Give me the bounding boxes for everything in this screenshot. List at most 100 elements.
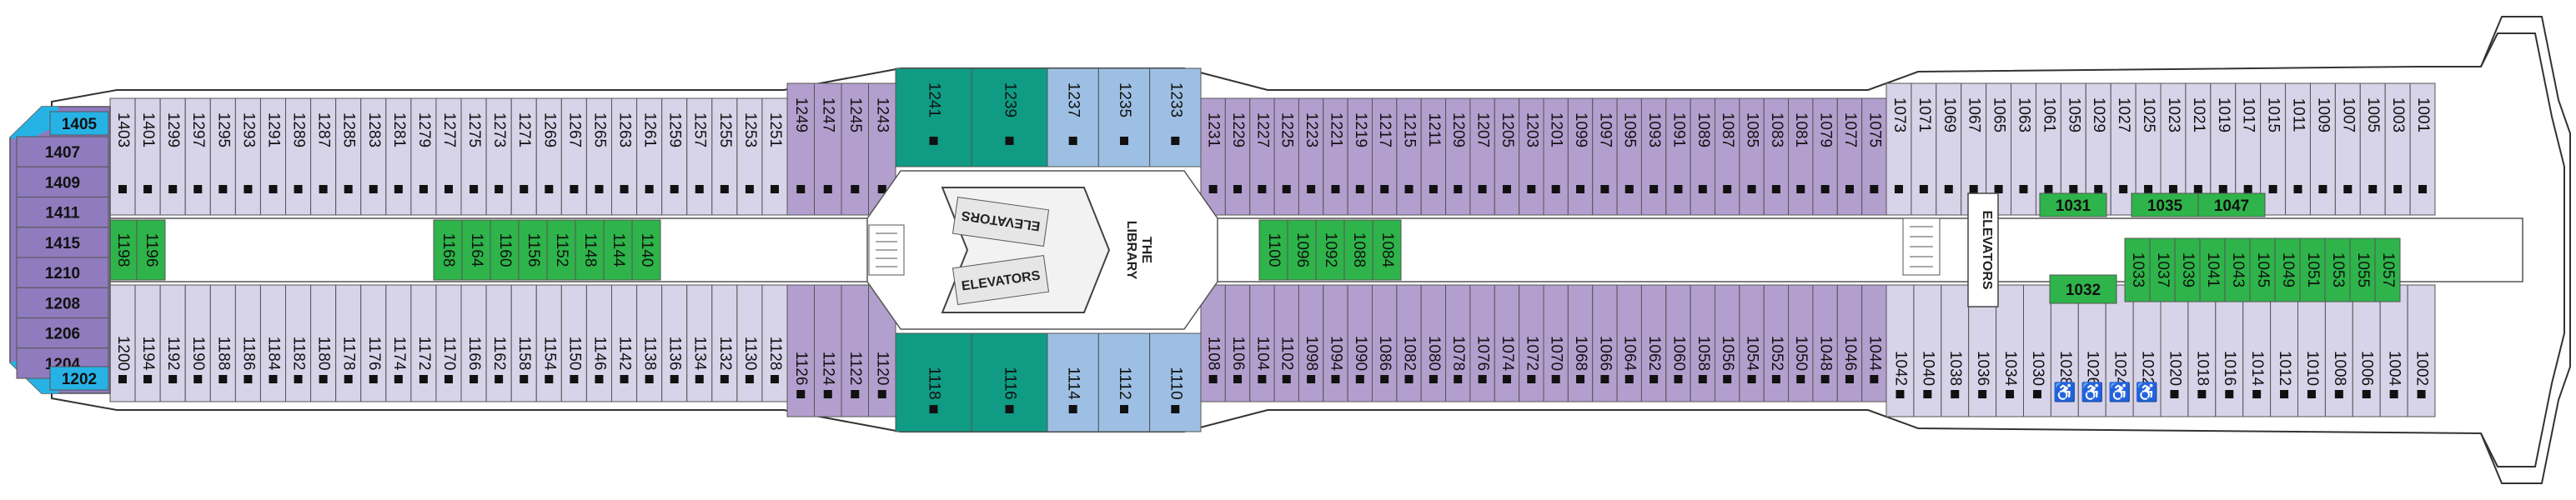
cabin-1409[interactable]: 1409 (16, 166, 109, 198)
cabin-1116[interactable]: 1116 (971, 332, 1048, 432)
cabin-1126[interactable]: 1126 (786, 284, 815, 418)
cabin-1057[interactable]: 1057 (2374, 238, 2401, 302)
cabin-1208[interactable]: 1208 (16, 287, 109, 318)
cabin-1277[interactable]: 1277 (435, 98, 462, 216)
cabin-1132[interactable]: 1132 (711, 284, 738, 402)
cabin-1184[interactable]: 1184 (259, 284, 287, 402)
cabin-1108[interactable]: 1108 (1200, 284, 1226, 402)
cabin-1072[interactable]: 1072 (1519, 284, 1544, 402)
cabin-1168[interactable]: 1168 (433, 219, 463, 281)
cabin-1267[interactable]: 1267 (560, 98, 587, 216)
cabin-1079[interactable]: 1079 (1812, 98, 1838, 216)
cabin-1299[interactable]: 1299 (159, 98, 186, 216)
cabin-1014[interactable]: 1014 (2242, 284, 2272, 418)
cabin-1073[interactable]: 1073 (1886, 82, 1912, 216)
cabin-1084[interactable]: 1084 (1372, 219, 1402, 281)
cabin-1249[interactable]: 1249 (786, 82, 815, 216)
cabin-1227[interactable]: 1227 (1249, 98, 1275, 216)
cabin-1122[interactable]: 1122 (841, 284, 869, 418)
cabin-1176[interactable]: 1176 (360, 284, 387, 402)
cabin-1068[interactable]: 1068 (1567, 284, 1594, 402)
cabin-1090[interactable]: 1090 (1347, 284, 1373, 402)
cabin-1215[interactable]: 1215 (1396, 98, 1422, 216)
cabin-1229[interactable]: 1229 (1224, 98, 1251, 216)
cabin-1130[interactable]: 1130 (736, 284, 763, 402)
cabin-1207[interactable]: 1207 (1469, 98, 1495, 216)
cabin-1128[interactable]: 1128 (761, 284, 788, 402)
cabin-1087[interactable]: 1087 (1715, 98, 1740, 216)
cabin-1235[interactable]: 1235 (1097, 68, 1151, 168)
cabin-1144[interactable]: 1144 (603, 219, 633, 281)
cabin-1075[interactable]: 1075 (1861, 98, 1887, 216)
cabin-1046[interactable]: 1046 (1836, 284, 1863, 402)
cabin-1082[interactable]: 1082 (1396, 284, 1422, 402)
cabin-1180[interactable]: 1180 (310, 284, 337, 402)
cabin-1403[interactable]: 1403 (109, 98, 136, 216)
cabin-1209[interactable]: 1209 (1445, 98, 1471, 216)
cabin-1297[interactable]: 1297 (184, 98, 211, 216)
cabin-1178[interactable]: 1178 (335, 284, 362, 402)
cabin-1042[interactable]: 1042 (1886, 284, 1915, 418)
cabin-1055[interactable]: 1055 (2349, 238, 2376, 302)
cabin-1037[interactable]: 1037 (2149, 238, 2176, 302)
cabin-1221[interactable]: 1221 (1323, 98, 1348, 216)
cabin-1001[interactable]: 1001 (2409, 82, 2436, 216)
cabin-1060[interactable]: 1060 (1665, 284, 1691, 402)
cabin-1096[interactable]: 1096 (1287, 219, 1317, 281)
cabin-1098[interactable]: 1098 (1298, 284, 1324, 402)
cabin-1281[interactable]: 1281 (385, 98, 412, 216)
cabin-1020[interactable]: 1020 (2160, 284, 2189, 418)
cabin-1026[interactable]: 1026♿ (2077, 284, 2106, 418)
cabin-1156[interactable]: 1156 (518, 219, 548, 281)
cabin-1062[interactable]: 1062 (1640, 284, 1667, 402)
cabin-1011[interactable]: 1011 (2285, 82, 2311, 216)
cabin-1102[interactable]: 1102 (1273, 284, 1299, 402)
cabin-1202[interactable]: 1202 (49, 366, 109, 391)
cabin-1052[interactable]: 1052 (1763, 284, 1790, 402)
cabin-1085[interactable]: 1085 (1739, 98, 1765, 216)
cabin-1032[interactable]: 1032 (2049, 274, 2117, 304)
cabin-1071[interactable]: 1071 (1911, 82, 1937, 216)
cabin-1086[interactable]: 1086 (1372, 284, 1398, 402)
cabin-1154[interactable]: 1154 (535, 284, 562, 402)
cabin-1080[interactable]: 1080 (1420, 284, 1447, 402)
cabin-1279[interactable]: 1279 (410, 98, 437, 216)
cabin-1269[interactable]: 1269 (535, 98, 562, 216)
cabin-1285[interactable]: 1285 (335, 98, 362, 216)
cabin-1063[interactable]: 1063 (2011, 82, 2036, 216)
cabin-1058[interactable]: 1058 (1690, 284, 1715, 402)
cabin-1239[interactable]: 1239 (971, 68, 1048, 168)
cabin-1263[interactable]: 1263 (610, 98, 638, 216)
cabin-1407[interactable]: 1407 (16, 136, 109, 168)
cabin-1077[interactable]: 1077 (1836, 98, 1863, 216)
cabin-1124[interactable]: 1124 (814, 284, 842, 418)
cabin-1054[interactable]: 1054 (1739, 284, 1765, 402)
cabin-1231[interactable]: 1231 (1200, 98, 1226, 216)
cabin-1291[interactable]: 1291 (259, 98, 287, 216)
cabin-1253[interactable]: 1253 (736, 98, 763, 216)
cabin-1164[interactable]: 1164 (461, 219, 491, 281)
cabin-1261[interactable]: 1261 (636, 98, 663, 216)
cabin-1287[interactable]: 1287 (310, 98, 337, 216)
cabin-1140[interactable]: 1140 (631, 219, 661, 281)
cabin-1069[interactable]: 1069 (1936, 82, 1962, 216)
cabin-1146[interactable]: 1146 (585, 284, 612, 402)
cabin-1142[interactable]: 1142 (610, 284, 638, 402)
cabin-1172[interactable]: 1172 (410, 284, 437, 402)
cabin-1076[interactable]: 1076 (1469, 284, 1495, 402)
cabin-1245[interactable]: 1245 (841, 82, 869, 216)
cabin-1273[interactable]: 1273 (485, 98, 512, 216)
cabin-1091[interactable]: 1091 (1665, 98, 1691, 216)
cabin-1174[interactable]: 1174 (385, 284, 412, 402)
cabin-1008[interactable]: 1008 (2324, 284, 2353, 418)
cabin-1192[interactable]: 1192 (159, 284, 186, 402)
cabin-1265[interactable]: 1265 (585, 98, 612, 216)
cabin-1223[interactable]: 1223 (1298, 98, 1324, 216)
cabin-1257[interactable]: 1257 (686, 98, 713, 216)
cabin-1050[interactable]: 1050 (1788, 284, 1814, 402)
cabin-1083[interactable]: 1083 (1763, 98, 1790, 216)
cabin-1028[interactable]: 1028♿ (2050, 284, 2079, 418)
cabin-1040[interactable]: 1040 (1913, 284, 1942, 418)
cabin-1255[interactable]: 1255 (711, 98, 738, 216)
cabin-1099[interactable]: 1099 (1567, 98, 1594, 216)
